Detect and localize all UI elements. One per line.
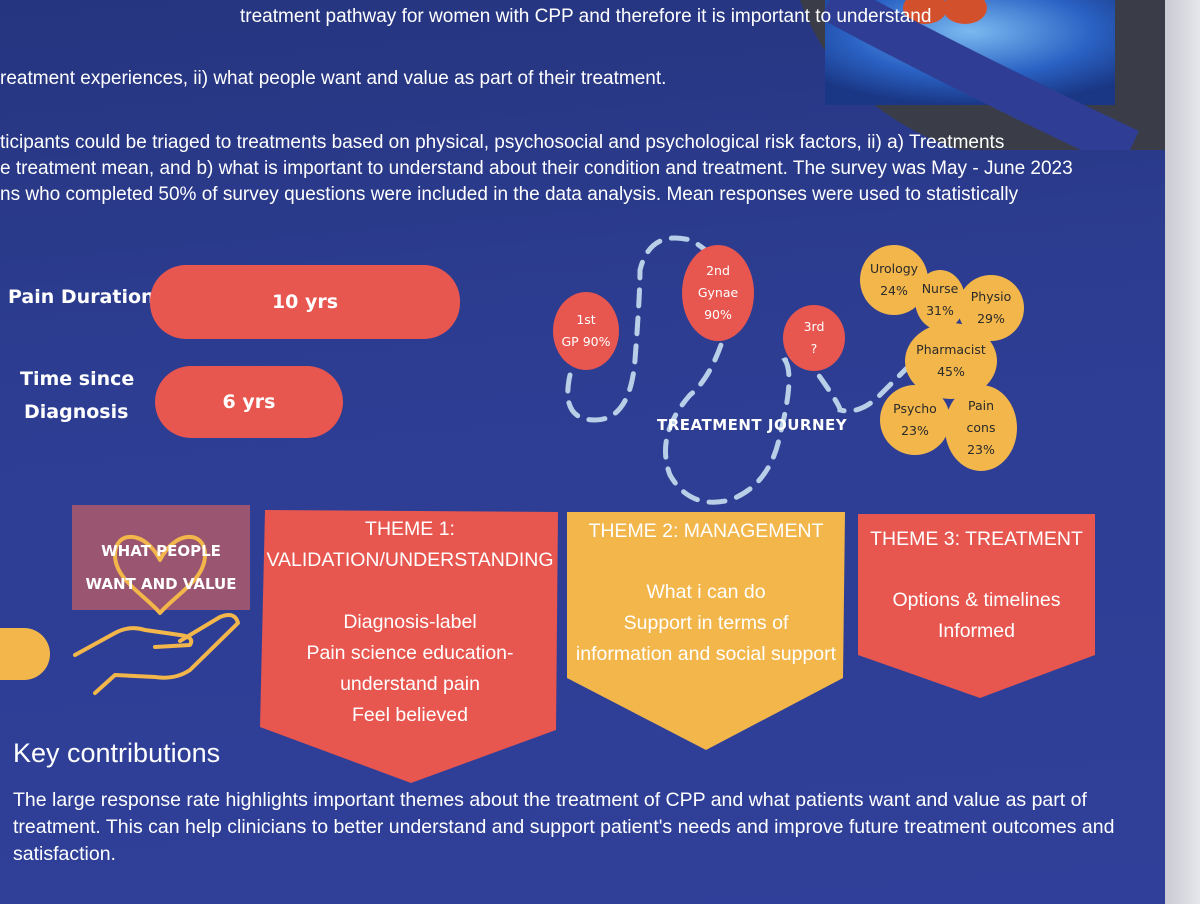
time-since-label-1: Time since: [20, 368, 135, 390]
nurse-label: Nurse: [921, 281, 959, 296]
theme-3-item: Options & timelines: [892, 589, 1061, 611]
journey-first-value: GP 90%: [561, 334, 611, 349]
theme-1-title: THEME 1: VALIDATION/UNDERSTANDING: [262, 514, 558, 576]
pain-duration-bar: 10 yrs: [150, 265, 460, 339]
theme-1-items: Diagnosis-label Pain science education- …: [262, 607, 558, 731]
intro-line-1: treatment pathway for women with CPP and…: [240, 6, 932, 27]
theme-1-title-line-2: VALIDATION/UNDERSTANDING: [266, 549, 554, 571]
journey-third-label: 3rd: [803, 319, 825, 334]
bubble-pain-cons: Pain cons 23%: [945, 385, 1017, 471]
urology-value: 24%: [880, 283, 908, 298]
psycho-value: 23%: [901, 423, 929, 438]
theme-1-shape: [260, 510, 558, 783]
key-contributions-title: Key contributions: [13, 738, 221, 768]
intro-line-4: e treatment mean, and b) what is importa…: [0, 158, 1073, 179]
theme-3-shape: [858, 514, 1095, 698]
heart-hand-icon: [73, 534, 240, 695]
urology-label: Urology: [869, 261, 919, 276]
journey-first-label: 1st: [576, 312, 596, 327]
journey-second-name: Gynae: [697, 285, 739, 300]
journey-dashed-path: [565, 235, 910, 505]
bubble-nurse: Nurse 31%: [915, 270, 965, 330]
key-contributions-body: The large response rate highlights impor…: [13, 789, 1115, 865]
theme-2-shape: [567, 512, 845, 750]
theme-2-item: Support in terms of: [623, 612, 789, 634]
theme-1-item: understand pain: [340, 673, 480, 695]
intro-line-3: ticipants could be triaged to treatments…: [0, 132, 1005, 153]
theme-1-item: Diagnosis-label: [343, 611, 477, 633]
theme-3-item: Informed: [938, 620, 1015, 642]
what-people-line-1: WHAT PEOPLE: [101, 542, 221, 560]
journey-first-gp: 1st GP 90%: [553, 292, 619, 370]
pharmacist-value: 45%: [937, 364, 965, 379]
treatment-journey-title: TREATMENT JOURNEY: [657, 416, 848, 434]
theme-1-item: Feel believed: [352, 704, 468, 726]
pain-cons-value: 23%: [967, 442, 995, 457]
journey-second-gynae: 2nd Gynae 90%: [682, 245, 754, 341]
intro-line-5: ns who completed 50% of survey questions…: [0, 184, 1019, 205]
journey-third-value: ?: [810, 341, 818, 356]
pharmacist-label: Pharmacist: [916, 342, 986, 357]
theme-1-item: Pain science education-: [306, 642, 514, 664]
orange-side-tab: [0, 628, 50, 680]
journey-third: 3rd ?: [783, 305, 845, 371]
what-people-line-2: WANT AND VALUE: [85, 575, 237, 593]
anatomy-image: [800, 0, 1165, 150]
intro-line-2: reatment experiences, ii) what people wa…: [0, 68, 667, 89]
pain-duration-label: Pain Duration: [8, 286, 155, 308]
journey-second-label: 2nd: [706, 263, 730, 278]
pain-cons-label: Pain: [967, 398, 995, 413]
theme-1-title-line-1: THEME 1:: [365, 518, 455, 540]
wall-edge: [1165, 0, 1200, 904]
time-since-diagnosis-bar: 6 yrs: [155, 366, 343, 438]
theme-2-items: What i can do Support in terms of inform…: [567, 577, 845, 670]
theme-2-title: THEME 2: MANAGEMENT: [588, 520, 824, 542]
theme-2-item: information and social support: [575, 643, 837, 665]
theme-2-item: What i can do: [646, 581, 766, 603]
physio-label: Physio: [970, 289, 1012, 304]
journey-second-value: 90%: [704, 307, 732, 322]
physio-value: 29%: [977, 311, 1005, 326]
time-since-label-2: Diagnosis: [24, 401, 129, 423]
nurse-value: 31%: [926, 303, 954, 318]
bubble-psycho: Psycho 23%: [880, 385, 950, 455]
what-people-want-text: WHAT PEOPLE WANT AND VALUE: [72, 535, 250, 601]
theme-3-title: THEME 3: TREATMENT: [870, 528, 1083, 550]
theme-3-items: Options & timelines Informed: [858, 585, 1095, 647]
psycho-label: Psycho: [893, 401, 937, 416]
theme-shapes: [260, 510, 1095, 783]
pain-cons-name: cons: [966, 420, 996, 435]
